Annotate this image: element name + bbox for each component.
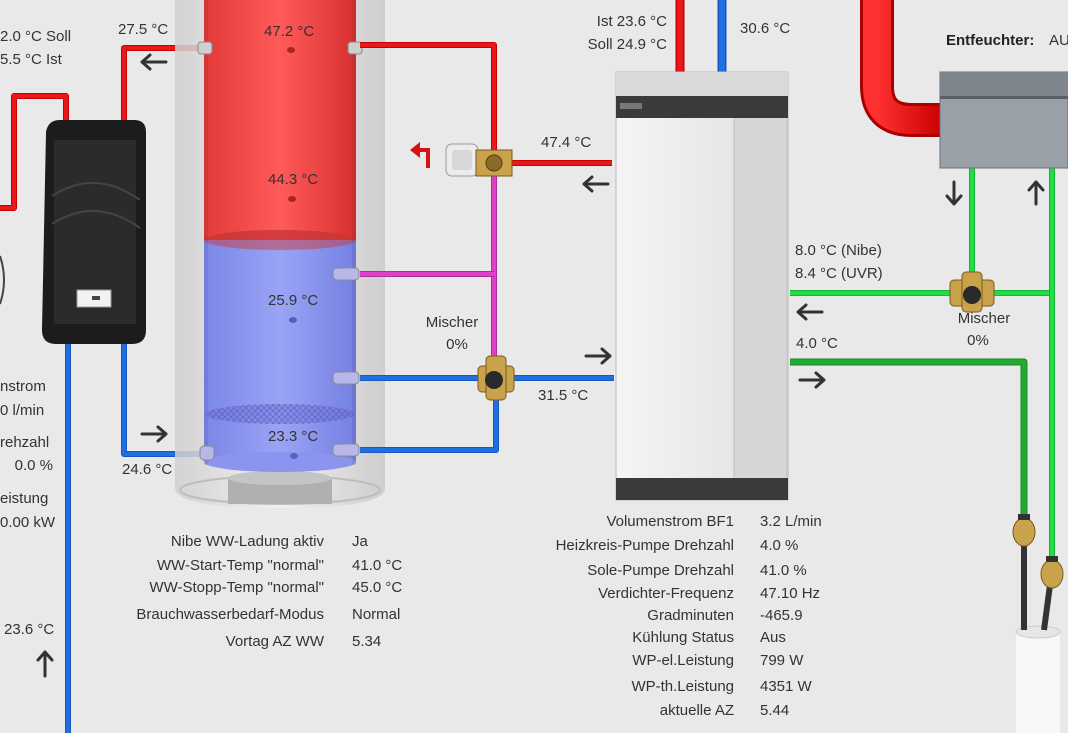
storage-outlet-temp: 27.5 °C xyxy=(118,21,169,38)
left-return-temp: 23.6 °C xyxy=(4,621,55,638)
valve-mixer-label: Mischer xyxy=(425,314,479,331)
dehumidifier-label: Entfeuchter: xyxy=(946,32,1035,49)
brine-mixer-valve xyxy=(949,271,995,313)
ww-row-value: Normal xyxy=(352,606,401,623)
hp-brine-out-temp: 4.0 °C xyxy=(796,335,838,352)
left-temp-soll: 2.0 °C Soll xyxy=(0,28,72,45)
arrow-right-icon xyxy=(584,347,612,365)
wp-row-value: 5.44 xyxy=(760,702,790,719)
ww-row-value: 45.0 °C xyxy=(352,579,403,596)
left-volumenstrom-label: nstrom xyxy=(0,378,46,395)
three-way-valve-bottom xyxy=(477,355,515,401)
left-leistung-label: eistung xyxy=(0,490,49,507)
three-way-valve-top xyxy=(410,142,513,177)
arrow-left-icon xyxy=(140,53,168,71)
brine-mixer-label: Mischer xyxy=(957,310,1011,327)
brine-mixer-value: 0% xyxy=(967,332,989,349)
left-drehzahl-label: rehzahl xyxy=(0,434,50,451)
ww-row-value: 41.0 °C xyxy=(352,557,403,574)
brine-pipes xyxy=(790,168,1055,560)
arrow-left-icon xyxy=(582,175,610,193)
wp-row-label: Volumenstrom BF1 xyxy=(606,513,734,530)
flow-arrows xyxy=(36,53,1045,678)
left-drehzahl-value: 0.0 % xyxy=(14,457,53,474)
arrow-up-icon xyxy=(36,650,54,678)
valve-return-temp: 31.5 °C xyxy=(538,387,589,404)
wp-row-label: aktuelle AZ xyxy=(659,702,734,719)
wp-row-value: 41.0 % xyxy=(760,562,807,579)
ww-row-label: Nibe WW-Ladung aktiv xyxy=(170,533,324,550)
ww-row-label: WW-Start-Temp "normal" xyxy=(156,557,324,574)
left-temp-ist: 5.5 °C Ist xyxy=(0,51,62,68)
ww-row-label: WW-Stopp-Temp "normal" xyxy=(149,579,324,596)
storage-sensor-middle: 25.9 °C xyxy=(268,292,319,309)
arrow-left-icon xyxy=(796,303,824,321)
valve-supply-temp: 47.4 °C xyxy=(541,134,592,151)
hp-brine-temp-uvr: 8.4 °C (UVR) xyxy=(795,265,883,282)
storage-sensor-bottom: 23.3 °C xyxy=(268,428,319,445)
wp-row-label: WP-el.Leistung xyxy=(632,652,734,669)
tank-right-pipes xyxy=(360,42,614,453)
wp-row-value: 3.2 L/min xyxy=(760,513,822,530)
wall-heat-exchanger xyxy=(42,120,146,344)
heat-pump-unit xyxy=(615,0,789,501)
dehumidifier-value: AU xyxy=(1049,32,1068,49)
wp-row-value: -465.9 xyxy=(760,607,803,624)
left-pipes xyxy=(0,45,205,733)
storage-sensor-upper: 44.3 °C xyxy=(268,171,319,188)
wp-row-value: 47.10 Hz xyxy=(760,585,821,602)
wp-row-value: 799 W xyxy=(760,652,804,669)
ww-row-value: Ja xyxy=(352,533,368,550)
valve-mixer-value: 0% xyxy=(446,336,468,353)
wp-row-value: 4351 W xyxy=(760,678,812,695)
wp-row-value: 4.0 % xyxy=(760,537,799,554)
ground-probes xyxy=(1012,514,1064,733)
arrow-right-icon xyxy=(140,425,168,443)
hp-ist-temp: Ist 23.6 °C xyxy=(596,13,667,30)
storage-sensor-top: 47.2 °C xyxy=(264,23,315,40)
arrow-down-icon xyxy=(945,180,963,206)
tank-connections xyxy=(197,41,363,461)
wp-row-label: Verdichter-Frequenz xyxy=(598,585,734,602)
partial-gauge xyxy=(0,255,5,305)
wp-row-label: WP-th.Leistung xyxy=(631,678,734,695)
wp-row-label: Sole-Pumpe Drehzahl xyxy=(587,562,734,579)
storage-tank xyxy=(175,0,385,508)
storage-inlet-temp: 24.6 °C xyxy=(122,461,173,478)
arrow-right-icon xyxy=(798,371,826,389)
hp-soll-temp: Soll 24.9 °C xyxy=(587,36,667,53)
arrow-up-icon xyxy=(1027,180,1045,206)
wp-row-label: Kühlung Status xyxy=(632,629,734,646)
wp-row-label: Heizkreis-Pumpe Drehzahl xyxy=(555,537,734,554)
wp-row-value: Aus xyxy=(760,629,786,646)
ww-row-value: 5.34 xyxy=(352,633,382,650)
wp-row-label: Gradminuten xyxy=(647,607,734,624)
ww-row-label: Vortag AZ WW xyxy=(225,633,324,650)
hp-top-temp: 30.6 °C xyxy=(740,20,791,37)
hp-brine-temp-nibe: 8.0 °C (Nibe) xyxy=(795,242,882,259)
ww-row-label: Brauchwasserbedarf-Modus xyxy=(136,606,324,623)
left-leistung-value: 0.00 kW xyxy=(0,514,56,531)
dehumidifier-unit xyxy=(860,0,1068,169)
left-volumenstrom-value: 0 l/min xyxy=(0,402,45,419)
